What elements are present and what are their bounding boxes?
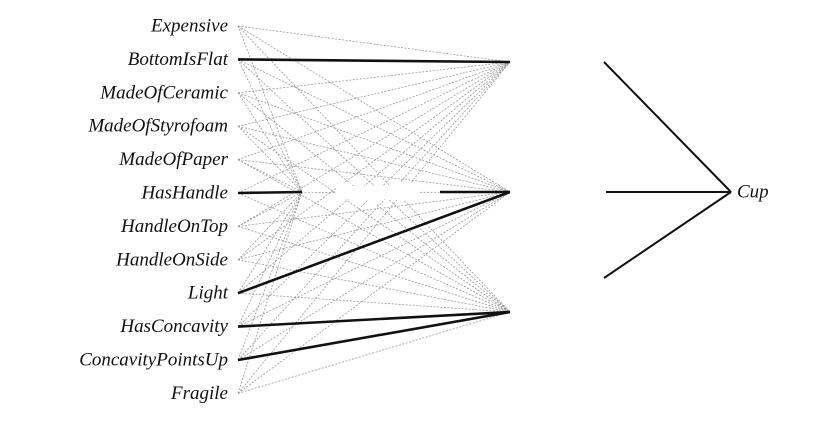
weak-link-HandleOnTop-Graspable [237,191,303,227]
weak-link-ConcavityPointsUp-Stable [237,61,511,361]
input-node-hasconcavity: HasConcavity [119,316,228,337]
weak-link-BottomIsFlat-OpenVessel [237,59,511,313]
output-node-cup: Cup [737,182,769,203]
weak-link-Expensive-Stable [237,25,511,63]
weak-link-Expensive-Graspable [237,25,303,193]
weak-links [237,25,511,394]
strong-link-OpenVessel-Cup [603,191,732,279]
weak-link-HandleOnTop-Stable [237,61,511,227]
weak-link-Expensive-OpenVessel [237,25,511,313]
strong-link-Stable-Cup [603,61,732,193]
strong-link-Light-Liftable [237,190,511,295]
weak-link-MadeOfStyrofoam-Stable [237,61,511,127]
weak-link-HandleOnSide-Liftable [237,191,511,261]
intermediate-node-openvessel: OpenVessel [522,302,610,323]
weak-link-MadeOfPaper-Graspable [237,159,303,193]
strong-link-ConcavityPointsUp-OpenVessel [237,310,511,362]
weak-link-BottomIsFlat-Graspable [237,59,303,193]
input-node-madeofstyrofoam: MadeOfStyrofoam [87,116,228,137]
input-node-fragile: Fragile [170,383,228,404]
input-node-madeofpaper: MadeOfPaper [118,149,228,170]
weak-link-MadeOfStyrofoam-Liftable [237,125,511,193]
input-node-handleontop: HandleOnTop [120,216,228,237]
weak-link-Fragile-OpenVessel [237,311,511,394]
weak-link-MadeOfCeramic-Stable [237,61,511,94]
input-node-expensive: Expensive [150,16,228,37]
weak-link-Light-Stable [237,61,511,294]
input-node-light: Light [187,283,229,304]
weak-link-MadeOfCeramic-Liftable [237,92,511,193]
strong-links [237,58,732,362]
weak-link-HandleOnTop-OpenVessel [237,226,511,313]
intermediate-node-liftable: Liftable [521,182,581,203]
input-node-bottomisflat: BottomIsFlat [128,49,229,70]
weak-link-Expensive-Liftable [237,25,511,193]
strong-link-HasConcavity-OpenVessel [237,310,511,328]
weak-link-HasConcavity-Liftable [237,191,511,327]
weak-link-HandleOnSide-Stable [237,61,511,261]
input-node-hashandle: HasHandle [140,183,228,204]
input-node-concavitypointsup: ConcavityPointsUp [79,350,228,371]
strong-link-HasHandle-Graspable [237,190,303,195]
weak-link-MadeOfStyrofoam-OpenVessel [237,125,511,313]
weak-link-Light-OpenVessel [237,292,511,313]
weak-link-HasHandle-OpenVessel [237,192,511,313]
intermediate-node-stable: Stable [522,52,570,73]
weak-link-HandleOnSide-OpenVessel [237,259,511,313]
weak-link-ConcavityPointsUp-Graspable [237,191,303,361]
weak-link-BottomIsFlat-Liftable [237,59,511,193]
weak-link-Light-Graspable [237,191,303,294]
weak-link-Fragile-Graspable [237,191,303,394]
weak-link-MadeOfCeramic-Graspable [237,92,303,193]
input-node-madeofceramic: MadeOfCeramic [99,82,228,103]
weak-link-MadeOfPaper-Liftable [237,159,511,193]
labels: ExpensiveBottomIsFlatMadeOfCeramicMadeOf… [79,16,769,404]
weak-link-MadeOfStyrofoam-Graspable [237,125,303,193]
weak-link-MadeOfPaper-OpenVessel [237,159,511,313]
hidden-node-graspable: Graspable [337,182,417,203]
strong-link-BottomIsFlat-Stable [237,58,511,64]
weak-link-Fragile-Liftable [237,191,511,394]
weak-link-Fragile-Stable [237,61,511,394]
weak-link-MadeOfCeramic-OpenVessel [237,92,511,313]
weak-link-HasConcavity-Stable [237,61,511,327]
weak-link-ConcavityPointsUp-Liftable [237,191,511,361]
weak-link-HasHandle-Stable [237,61,511,194]
weak-link-HandleOnTop-Liftable [237,191,511,227]
weak-link-HandleOnSide-Graspable [237,191,303,261]
weak-link-MadeOfPaper-Stable [237,61,511,160]
weak-link-HasConcavity-Graspable [237,191,303,327]
input-node-handleonside: HandleOnSide [115,249,228,270]
